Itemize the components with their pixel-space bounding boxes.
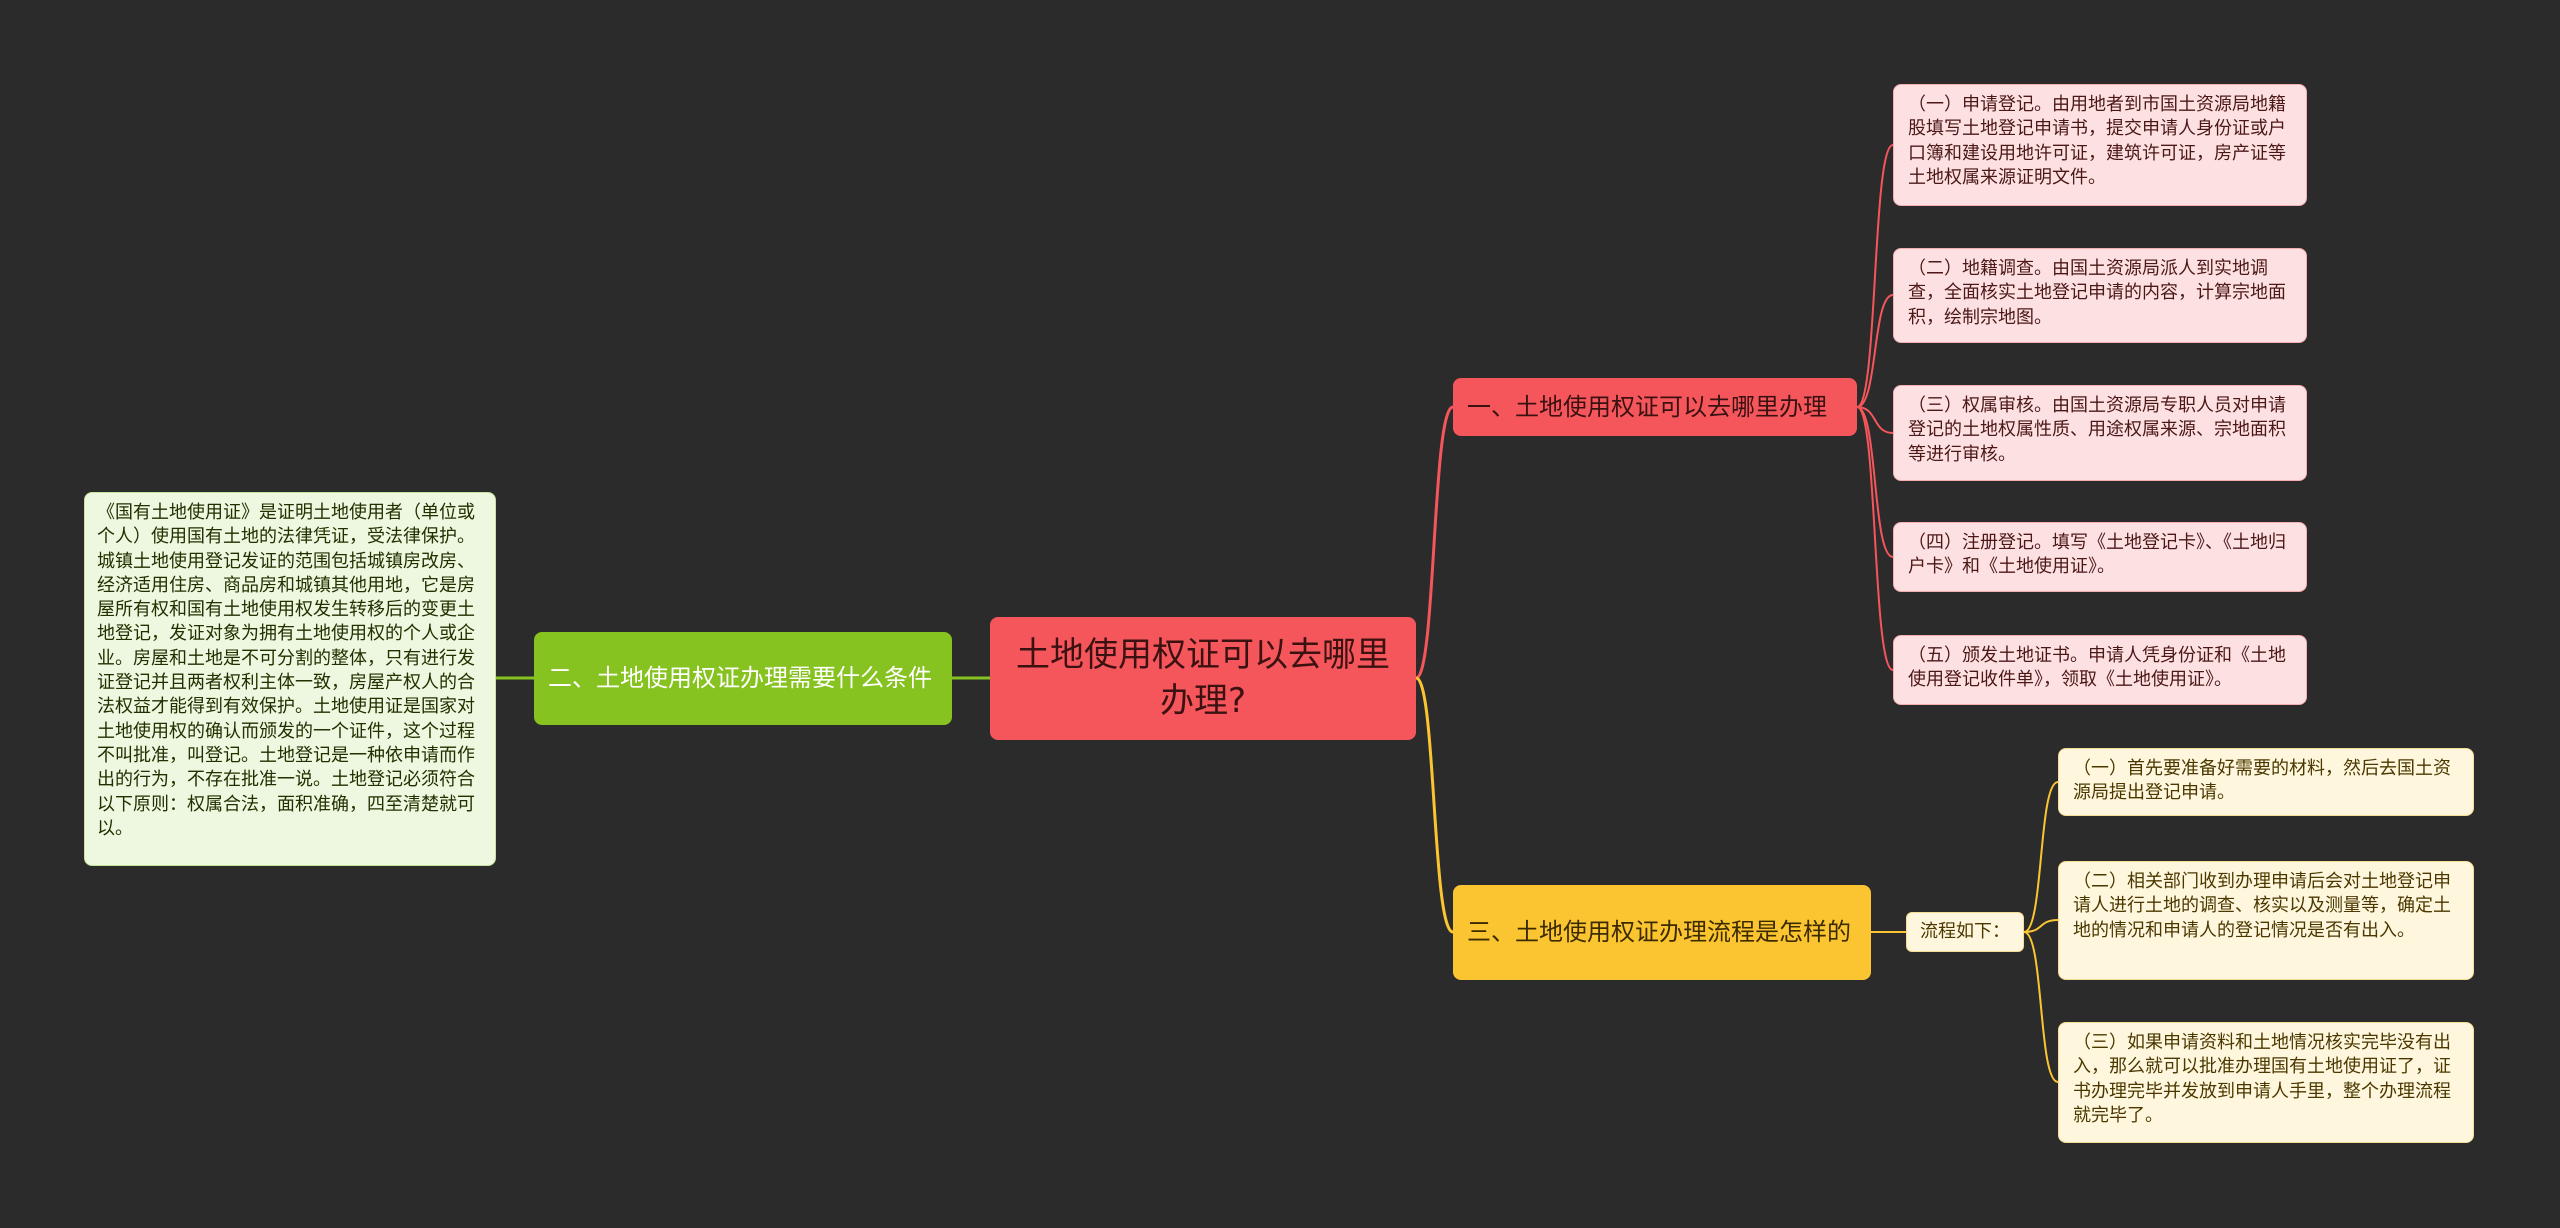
connector-b1-leaf5 xyxy=(1856,406,1894,671)
leaf-apply-step-3[interactable]: （三）权属审核。由国土资源局专职人员对申请登记的土地权属性质、用途权属来源、宗地… xyxy=(1893,385,2307,481)
connector-mid-leaf3 xyxy=(2023,931,2059,1083)
connector-b1-leaf3 xyxy=(1856,406,1894,434)
connector-b1-leaf1 xyxy=(1856,144,1894,408)
central-topic[interactable]: 土地使用权证可以去哪里办理? xyxy=(990,617,1416,740)
leaf-text: （五）颁发土地证书。申请人凭身份证和《土地使用登记收件单》，领取《土地使用证》。 xyxy=(1908,645,2286,691)
leaf-apply-step-4[interactable]: （四）注册登记。填写《土地登记卡》、《土地归户卡》和《土地使用证》。 xyxy=(1893,522,2307,592)
leaf-process-step-3[interactable]: （三）如果申请资料和土地情况核实完毕没有出入，那么就可以批准办理国有土地使用证了… xyxy=(2058,1022,2474,1143)
central-topic-label: 土地使用权证可以去哪里办理? xyxy=(1016,634,1390,721)
branch-label: 三、土地使用权证办理流程是怎样的 xyxy=(1467,918,1851,947)
connector-center-b1 xyxy=(1414,405,1454,680)
leaf-requirements-detail[interactable]: 《国有土地使用证》是证明土地使用者（单位或个人）使用国有土地的法律凭证，受法律保… xyxy=(84,492,496,866)
leaf-text: （一）首先要准备好需要的材料，然后去国土资源局提出登记申请。 xyxy=(2073,758,2451,804)
branch-process[interactable]: 三、土地使用权证办理流程是怎样的 xyxy=(1453,885,1871,980)
leaf-text: 《国有土地使用证》是证明土地使用者（单位或个人）使用国有土地的法律凭证，受法律保… xyxy=(97,502,475,839)
process-intro-node[interactable]: 流程如下： xyxy=(1906,912,2024,952)
branch-label: 二、土地使用权证办理需要什么条件 xyxy=(548,664,932,693)
leaf-text: （四）注册登记。填写《土地登记卡》、《土地归户卡》和《土地使用证》。 xyxy=(1908,532,2286,578)
leaf-text: （一）申请登记。由用地者到市国土资源局地籍股填写土地登记申请书，提交申请人身份证… xyxy=(1908,94,2286,188)
connector-b1-leaf4 xyxy=(1856,406,1894,558)
connector-mid-leaf2 xyxy=(2023,919,2059,933)
leaf-text: （三）如果申请资料和土地情况核实完毕没有出入，那么就可以批准办理国有土地使用证了… xyxy=(2073,1032,2451,1126)
leaf-process-step-1[interactable]: （一）首先要准备好需要的材料，然后去国土资源局提出登记申请。 xyxy=(2058,748,2474,816)
leaf-apply-step-2[interactable]: （二）地籍调查。由国土资源局派人到实地调查，全面核实土地登记申请的内容，计算宗地… xyxy=(1893,248,2307,343)
leaf-text: （二）地籍调查。由国土资源局派人到实地调查，全面核实土地登记申请的内容，计算宗地… xyxy=(1908,258,2286,328)
connector-center-b3 xyxy=(1415,676,1454,934)
branch-label: 一、土地使用权证可以去哪里办理 xyxy=(1467,392,1827,421)
leaf-apply-step-1[interactable]: （一）申请登记。由用地者到市国土资源局地籍股填写土地登记申请书，提交申请人身份证… xyxy=(1893,84,2307,206)
leaf-text: （三）权属审核。由国土资源局专职人员对申请登记的土地权属性质、用途权属来源、宗地… xyxy=(1908,395,2286,465)
process-intro-label: 流程如下： xyxy=(1920,920,2010,942)
connector-b1-leaf2 xyxy=(1856,294,1894,408)
connector-mid-leaf1 xyxy=(2023,781,2059,933)
branch-requirements[interactable]: 二、土地使用权证办理需要什么条件 xyxy=(534,632,952,725)
leaf-process-step-2[interactable]: （二）相关部门收到办理申请后会对土地登记申请人进行土地的调查、核实以及测量等，确… xyxy=(2058,861,2474,980)
branch-where-to-apply[interactable]: 一、土地使用权证可以去哪里办理 xyxy=(1453,378,1857,436)
leaf-apply-step-5[interactable]: （五）颁发土地证书。申请人凭身份证和《土地使用登记收件单》，领取《土地使用证》。 xyxy=(1893,635,2307,705)
leaf-text: （二）相关部门收到办理申请后会对土地登记申请人进行土地的调查、核实以及测量等，确… xyxy=(2073,871,2451,941)
